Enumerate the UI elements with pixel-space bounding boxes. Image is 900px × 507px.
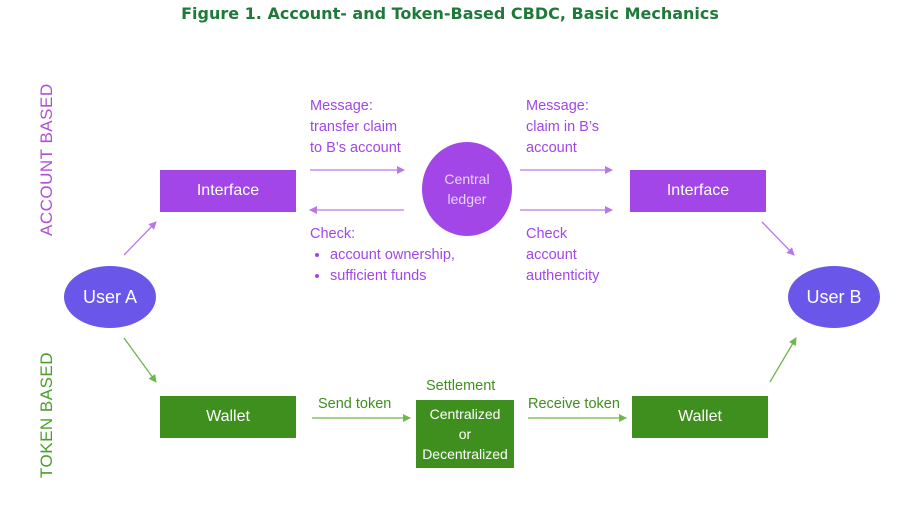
ledger-line-2: ledger [447, 191, 487, 207]
ledger-line-1: Central [444, 171, 490, 187]
figure-title: Figure 1. Account- and Token-Based CBDC,… [181, 4, 719, 23]
interface-right-box: Interface [630, 170, 766, 212]
message-right: Message: claim in B’s account [526, 96, 636, 159]
settlement-box: Centralized or Decentralized [416, 400, 514, 468]
message-left-line: transfer claim [310, 119, 398, 135]
message-left: Message: transfer claim to B’s account [310, 96, 420, 159]
send-token-label: Send token [318, 396, 392, 412]
message-left-line: to B’s account [310, 140, 401, 156]
user-a-node: User A [64, 266, 156, 328]
check-left-item: sufficient funds [330, 266, 490, 287]
arrow-wallet-userb [769, 337, 797, 383]
arrow-usera-interface [123, 221, 157, 256]
message-right-line: account [526, 140, 577, 156]
settlement-line-3: Decentralized [422, 446, 508, 462]
check-left: Check: account ownership, sufficient fun… [310, 224, 490, 287]
check-right-line: account [526, 247, 577, 263]
check-left-item: account ownership, [330, 245, 490, 266]
message-left-line: Message: [310, 98, 373, 114]
settlement-title: Settlement [426, 378, 496, 394]
user-b-node: User B [788, 266, 880, 328]
settlement-line-1: Centralized [429, 406, 501, 422]
settlement-line-2: or [458, 426, 472, 442]
wallet-left-box: Wallet [160, 396, 296, 438]
central-ledger-node: Central ledger [422, 142, 512, 236]
check-right-line: authenticity [526, 268, 600, 284]
wallet-right-box: Wallet [632, 396, 768, 438]
interface-left-box: Interface [160, 170, 296, 212]
arrow-usera-wallet [123, 337, 157, 383]
message-right-line: Message: [526, 98, 589, 114]
arrow-interface-userb [761, 221, 795, 256]
check-right: Check account authenticity [526, 224, 636, 287]
check-right-line: Check [526, 226, 568, 242]
message-right-line: claim in B’s [526, 119, 600, 135]
check-left-title: Check: [310, 226, 356, 242]
receive-token-label: Receive token [528, 396, 620, 412]
